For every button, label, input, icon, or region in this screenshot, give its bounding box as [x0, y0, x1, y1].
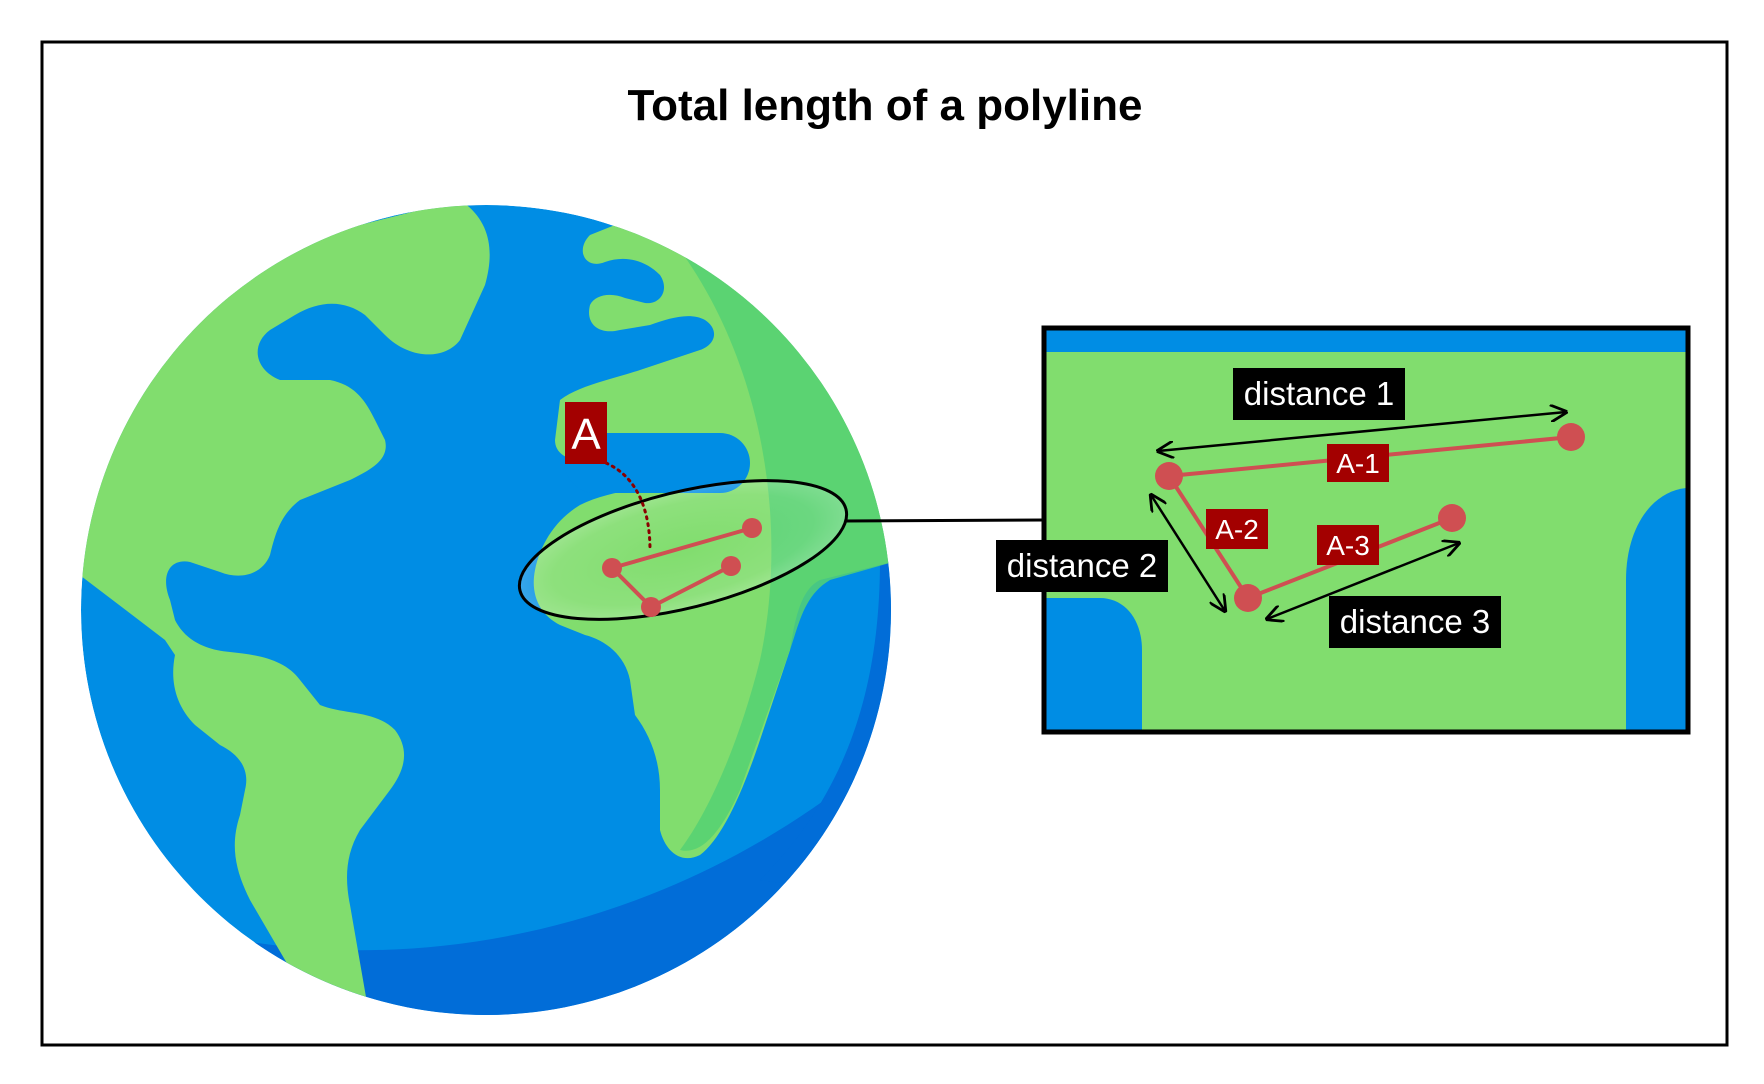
globe-polyline-vertex — [602, 558, 622, 578]
distance-label-3-text: distance 3 — [1340, 603, 1490, 640]
globe-polyline — [602, 518, 762, 617]
segment-tag-a1-text: A-1 — [1336, 448, 1380, 479]
globe-polyline-path — [610, 526, 753, 609]
distance-label-2-background — [996, 540, 1168, 592]
segment-tag-a2: A-2 — [1206, 509, 1268, 549]
inset-water-left — [1046, 598, 1142, 730]
distance-label-2: distance 2 — [996, 540, 1168, 592]
distance-label-2-text: distance 2 — [1007, 547, 1157, 584]
globe-polyline-vertex — [641, 597, 661, 617]
zoom-ellipse-glow — [519, 480, 847, 620]
mediterranean-sea — [565, 433, 750, 493]
zoom-connector-line — [844, 518, 1045, 523]
distance-2-arrow — [1151, 495, 1225, 611]
zoom-ellipse — [517, 479, 849, 621]
distance-label-1-text: distance 1 — [1244, 375, 1394, 412]
inset-polyline-vertex — [1234, 584, 1262, 612]
marker-a-background — [565, 402, 607, 464]
marker-a-text: A — [571, 410, 601, 459]
segment-tag-a1-background — [1327, 444, 1389, 482]
zoom-inset: A-1 A-2 A-3 distance 1 distance 2 dis — [996, 325, 1691, 735]
inset-polyline-vertex — [1155, 462, 1183, 490]
distance-label-3: distance 3 — [1329, 596, 1501, 648]
distance-label-1: distance 1 — [1233, 368, 1405, 420]
segment-tag-a1: A-1 — [1327, 444, 1389, 482]
inset-polyline-vertex — [1557, 423, 1585, 451]
globe-ocean-shadow — [81, 740, 891, 1015]
distance-1-arrow — [1158, 412, 1566, 451]
inset-frame — [1041, 325, 1691, 735]
distance-3-arrow — [1267, 543, 1459, 619]
continent-americas — [81, 205, 490, 1015]
marker-a-label: A — [565, 402, 607, 464]
segment-tag-a3-text: A-3 — [1326, 530, 1370, 561]
inset-polyline-vertex — [1438, 504, 1466, 532]
inset-water-right — [1626, 488, 1686, 730]
globe-polyline-vertex — [742, 518, 762, 538]
diagram-title: Total length of a polyline — [628, 81, 1143, 130]
distance-label-3-background — [1329, 596, 1501, 648]
segment-tag-a2-text: A-2 — [1215, 514, 1259, 545]
marker-leader-line — [604, 461, 652, 552]
segment-tag-a2-background — [1206, 509, 1268, 549]
inset-water-top — [1046, 330, 1686, 352]
globe-polyline-vertex — [721, 556, 741, 576]
distance-label-1-background — [1233, 368, 1405, 420]
segment-tag-a3-background — [1317, 525, 1379, 565]
segment-tag-a3: A-3 — [1317, 525, 1379, 565]
